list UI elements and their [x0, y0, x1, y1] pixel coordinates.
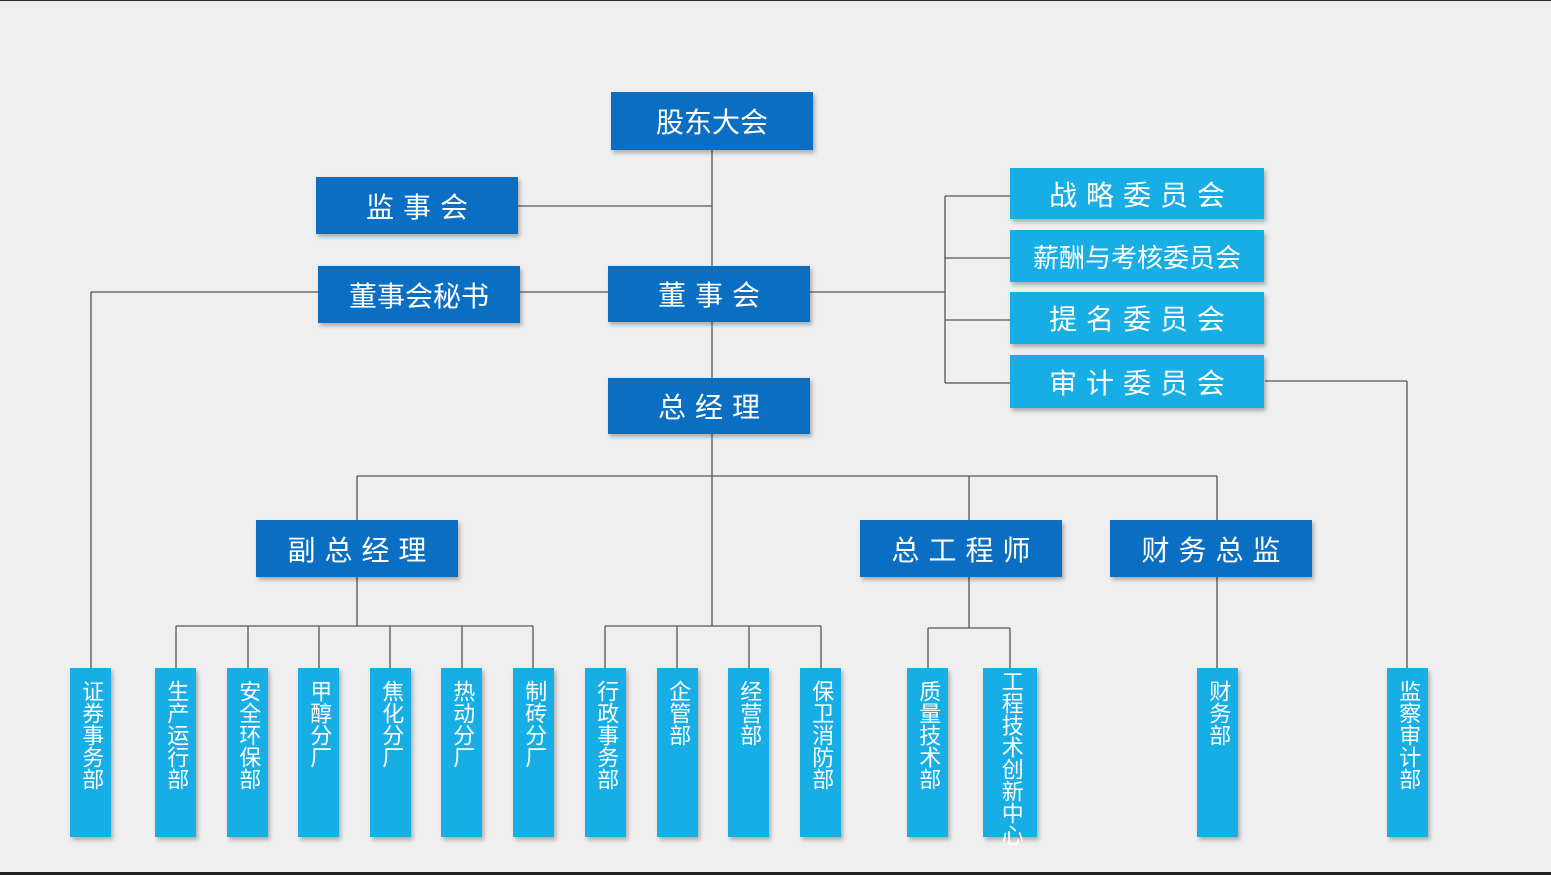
dept-security-fire-label: 保卫消防部 — [808, 680, 834, 790]
dept-securities: 证券事务部 — [70, 668, 111, 837]
dept-coking: 焦化分厂 — [370, 668, 411, 837]
node-cfo: 财务总监 — [1110, 520, 1312, 577]
node-cfo-label: 财务总监 — [1141, 533, 1290, 567]
committee-audit-label: 审计委员会 — [1049, 366, 1234, 400]
committee-strategy-label: 战略委员会 — [1049, 178, 1234, 212]
node-chief-engineer: 总工程师 — [860, 520, 1062, 577]
dept-finance-label: 财务部 — [1205, 680, 1231, 746]
dept-coking-label: 焦化分厂 — [378, 680, 404, 768]
dept-methanol: 甲醇分厂 — [298, 668, 339, 837]
dept-securities-label: 证券事务部 — [78, 680, 104, 790]
dept-safety: 安全环保部 — [227, 668, 268, 837]
dept-brick-label: 制砖分厂 — [521, 680, 547, 768]
dept-administration: 行政事务部 — [585, 668, 626, 837]
bottom-border — [0, 872, 1551, 875]
committee-nomination-label: 提名委员会 — [1049, 303, 1234, 336]
dept-brick: 制砖分厂 — [513, 668, 554, 837]
dept-thermal-label: 热动分厂 — [449, 680, 475, 768]
node-board-secretary-label: 董事会秘书 — [348, 279, 489, 313]
dept-quality: 质量技术部 — [907, 668, 948, 837]
committee-compensation: 薪酬与考核委员会 — [1010, 230, 1264, 282]
dept-quality-label: 质量技术部 — [915, 680, 941, 790]
committee-nomination: 提名委员会 — [1010, 292, 1264, 344]
node-supervisory: 监事会 — [316, 177, 518, 234]
node-shareholders-label: 股东大会 — [655, 106, 768, 139]
node-deputy-gm-label: 副总经理 — [287, 533, 436, 567]
committee-strategy: 战略委员会 — [1010, 168, 1264, 219]
dept-methanol-label: 甲醇分厂 — [306, 680, 332, 768]
node-supervisory-label: 监事会 — [366, 190, 477, 224]
node-general-manager: 总经理 — [608, 378, 810, 434]
dept-safety-label: 安全环保部 — [235, 680, 261, 790]
node-board-secretary: 董事会秘书 — [318, 266, 520, 323]
dept-production-label: 生产运行部 — [163, 680, 189, 790]
dept-thermal: 热动分厂 — [441, 668, 482, 837]
dept-audit-label: 监察审计部 — [1395, 680, 1421, 790]
dept-engineering-innovation-label: 工程技术创新中心 — [997, 670, 1023, 846]
dept-finance: 财务部 — [1197, 668, 1238, 837]
dept-enterprise-mgmt: 企管部 — [657, 668, 698, 837]
dept-security-fire: 保卫消防部 — [800, 668, 841, 837]
dept-audit: 监察审计部 — [1387, 668, 1428, 837]
node-general-manager-label: 总经理 — [658, 391, 769, 424]
committee-audit: 审计委员会 — [1010, 355, 1264, 408]
node-chief-engineer-label: 总工程师 — [891, 533, 1040, 567]
node-board-label: 董事会 — [658, 279, 769, 312]
committee-compensation-label: 薪酬与考核委员会 — [1032, 243, 1241, 274]
dept-operations: 经营部 — [728, 668, 769, 837]
dept-production: 生产运行部 — [155, 668, 196, 837]
node-board: 董事会 — [608, 266, 810, 322]
top-border — [0, 0, 1551, 1]
node-shareholders: 股东大会 — [611, 92, 813, 150]
dept-operations-label: 经营部 — [736, 680, 762, 746]
dept-enterprise-mgmt-label: 企管部 — [665, 680, 691, 746]
node-deputy-gm: 副总经理 — [256, 520, 458, 577]
dept-administration-label: 行政事务部 — [593, 680, 619, 790]
dept-engineering-innovation: 工程技术创新中心 — [983, 668, 1037, 846]
